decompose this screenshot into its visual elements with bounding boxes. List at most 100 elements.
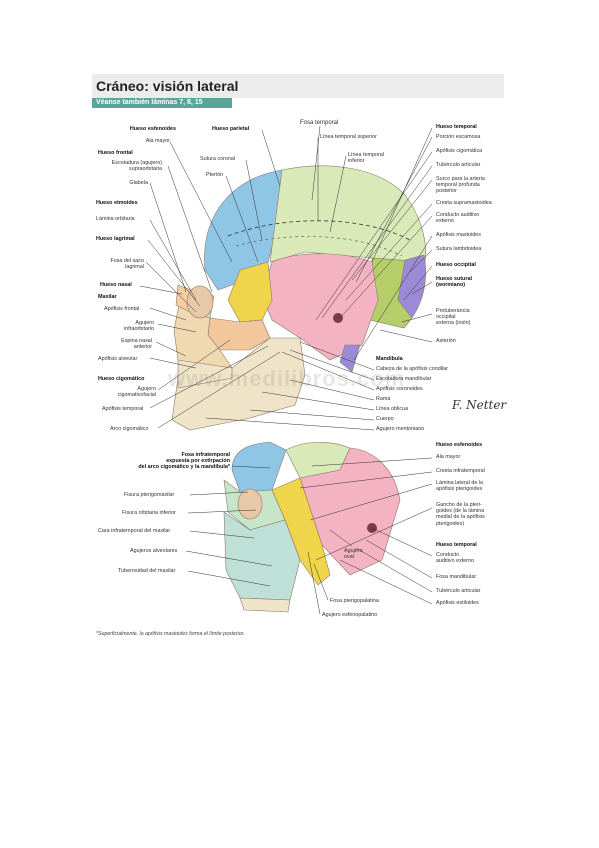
label-lamina-orbitaria: Lámina orbitaria <box>96 216 135 222</box>
leader-line <box>149 345 269 409</box>
leader-line <box>145 261 197 313</box>
label-cuerpo: Cuerpo <box>376 416 394 422</box>
leader-line <box>157 351 281 429</box>
artist-signature: F. Netter <box>452 398 507 412</box>
leader-line <box>245 159 263 241</box>
label-linea-oblicua: Línea oblicua <box>376 406 409 412</box>
label-hueso-cigomatico: Hueso cigomático <box>98 376 145 382</box>
label-sutura-lambdoidea: Sutura lambdoidea <box>436 246 482 252</box>
label-hueso-temporal-2: Hueso temporal <box>436 542 477 548</box>
lower-temporal <box>299 447 401 576</box>
superior-temporal-line <box>227 220 411 241</box>
label-apofisis-coronoides: Apófisis coronoides <box>376 386 423 392</box>
leader-line <box>139 285 183 295</box>
label-agujero-esfenopalatino: Agujero esfenopalatino <box>322 612 378 618</box>
label-ala-mayor-2: Ala mayor <box>436 454 461 460</box>
label-cresta-infratemporal: Cresta infratemporal <box>436 468 485 474</box>
label-apofisis-estiloides: Apófisis estiloides <box>436 600 479 606</box>
label-tuberosidad-maxilar: Tuberosidad del maxilar <box>118 568 176 574</box>
leader-line <box>149 219 197 301</box>
leader-line <box>299 471 433 489</box>
leader-line <box>311 125 321 201</box>
label-fosa-infratemporal: Fosa infratemporal expuesta por extirpac… <box>138 452 230 471</box>
label-fosa-pterigopalatina: Fosa pterigopalatina <box>330 598 379 604</box>
leader-line <box>371 527 433 557</box>
label-fosa-mandibular: Fosa mandibular <box>436 574 477 580</box>
external-acoustic-meatus <box>333 313 343 323</box>
leader-lines <box>139 125 433 615</box>
leader-line <box>371 127 433 263</box>
label-cresta-supramastoidea: Cresta supramastoidea <box>436 200 492 206</box>
label-tuberculo-articular: Tubérculo articular <box>436 162 481 168</box>
leader-line <box>355 136 433 283</box>
label-agujero-cigomaticofacial: Agujero cigomaticofacial <box>117 386 156 399</box>
label-apofisis-frontal: Apófisis frontal <box>104 306 140 312</box>
label-fosa-saco-lagrimal: Fosa del saco lagrimal <box>110 258 144 271</box>
label-apofisis-mastoides: Apófisis mastoides <box>436 232 481 238</box>
leader-line <box>157 323 197 333</box>
leader-line <box>315 507 433 561</box>
label-sutura-coronal: Sutura coronal <box>200 156 236 162</box>
page-title: Cráneo: visión lateral <box>96 78 239 94</box>
leader-line <box>189 530 255 539</box>
label-porcion-escamosa: Porción escamosa <box>436 134 481 140</box>
label-linea-temporal-superior: Línea temporal superior <box>320 134 377 140</box>
leader-line <box>147 239 201 307</box>
leader-line <box>169 141 233 263</box>
leader-line <box>299 341 375 371</box>
label-tuberculo-articular-2: Tubérculo articular <box>436 588 481 594</box>
leader-line <box>289 349 375 381</box>
leader-line <box>261 391 375 411</box>
leader-line <box>155 341 187 357</box>
label-arco-cigomatico: Arco cigomático <box>110 426 149 432</box>
leader-line <box>403 265 433 301</box>
label-apofisis-temporal: Apófisis temporal <box>102 406 144 412</box>
leader-line <box>249 409 375 421</box>
leader-line <box>355 547 433 593</box>
leader-line <box>409 249 433 273</box>
leader-line <box>311 457 433 467</box>
leader-line <box>289 379 375 401</box>
leader-line <box>365 539 433 579</box>
orbit <box>186 285 214 319</box>
leader-line <box>339 559 433 605</box>
label-rama: Rama <box>376 396 391 402</box>
label-maxilar: Maxilar <box>98 294 117 300</box>
label-fisura-pterigomaxilar: Fisura pterigomaxilar <box>124 492 175 498</box>
leader-line <box>185 550 273 567</box>
label-agujero-oval: Agujero oval <box>344 548 363 561</box>
leader-line <box>315 151 433 321</box>
label-espina-nasal-anterior: Espina nasal anterior <box>121 338 152 351</box>
leader-line <box>167 165 213 293</box>
lower-teeth <box>239 597 291 613</box>
leader-line <box>329 529 353 547</box>
leader-line <box>321 165 433 319</box>
label-linea-temporal-inferior: Línea temporal inferior <box>348 152 384 165</box>
inferior-temporal-line <box>235 236 403 257</box>
leader-line <box>351 179 433 281</box>
label-asterion: Asterión <box>436 338 456 344</box>
label-mandibula: Mandíbula <box>376 356 403 362</box>
leader-line <box>149 182 187 293</box>
leader-line <box>189 491 249 496</box>
label-lamina-lateral-pterigoides: Lámina lateral de la apófisis pterigoide… <box>436 480 484 493</box>
leader-line <box>205 417 375 431</box>
leader-line <box>187 570 271 587</box>
leader-line <box>353 235 433 361</box>
label-hueso-esfenoides: Hueso esfenoides <box>129 126 176 132</box>
leader-line <box>309 483 433 521</box>
leader-line <box>339 215 433 319</box>
leader-line <box>231 465 271 469</box>
label-agujero-infraorbitario: Agujero infraorbitario <box>124 320 154 333</box>
leader-line <box>187 509 257 514</box>
label-pterion: Pterión <box>206 172 224 178</box>
leader-line <box>345 203 433 301</box>
lower-frontal <box>231 441 287 493</box>
leader-line <box>307 551 321 615</box>
label-escotadura-supraorbitaria: Escotadura (agujero) supraorbitaria <box>111 160 162 173</box>
label-glabela: Glabela <box>129 180 148 186</box>
leader-line <box>261 129 281 187</box>
label-hueso-temporal: Hueso temporal <box>436 124 477 130</box>
